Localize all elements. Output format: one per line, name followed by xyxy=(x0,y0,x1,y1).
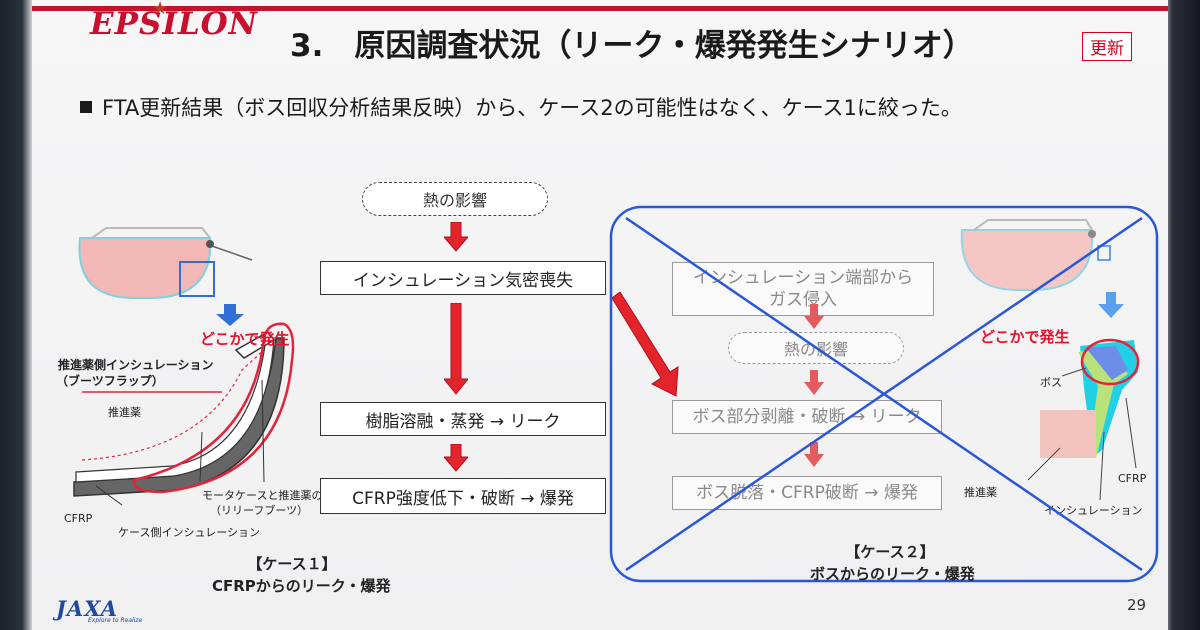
heat-influence-node: 熱の影響 xyxy=(362,182,548,216)
case1-label-propellant: 推進薬 xyxy=(108,406,141,419)
case2-strike-frame xyxy=(609,205,1159,583)
case1-occur-label: どこかで発生 xyxy=(200,330,290,348)
flow-step-insulation-loss: インシュレーション気密喪失 xyxy=(320,261,606,295)
flow-step-resin-leak: 樹脂溶融・蒸発 → リーク xyxy=(320,402,606,436)
epsilon-logo: EPSILON xyxy=(90,6,258,42)
case2-step-gas-entry: インシュレーション端部から ガス侵入 xyxy=(672,262,934,316)
summary-text: FTA更新結果（ボス回収分析結果反映）から、ケース2の可能性はなく、ケース1に絞… xyxy=(102,96,962,120)
summary-bullet: FTA更新結果（ボス回収分析結果反映）から、ケース2の可能性はなく、ケース1に絞… xyxy=(80,92,962,122)
case1-label-relief-boots: （リリーフブーツ） xyxy=(210,504,309,517)
slide: EPSILON ★ 3. 原因調査状況（リーク・爆発発生シナリオ） 更新 FTA… xyxy=(32,0,1168,630)
flow-step-cfrp-burst: CFRP強度低下・破断 → 爆発 xyxy=(320,478,606,514)
flow-arrow-2-icon xyxy=(444,303,468,395)
case1-caption-title: 【ケース１】 xyxy=(247,555,337,573)
case2-arrow-1-icon xyxy=(804,304,824,329)
case1-diagram xyxy=(73,227,295,506)
case2-zoom-arrow-icon xyxy=(1098,292,1124,318)
case1-label-boots-flap: （ブーツフラップ） xyxy=(56,374,164,388)
case1-caption-desc: CFRPからのリーク・爆発 xyxy=(212,576,391,595)
strike-line-2 xyxy=(625,216,1143,572)
case2-label-boss: ボス xyxy=(1040,376,1062,389)
update-badge: 更新 xyxy=(1082,32,1132,61)
case2-step-boss-leak: ボス部分剥離・破断 → リーク xyxy=(672,400,942,434)
flow-arrow-3-icon xyxy=(444,444,468,472)
case2-step-boss-burst: ボス脱落・CFRP破断 → 爆発 xyxy=(672,476,942,510)
logo-star-icon: ★ xyxy=(152,0,169,19)
case2-label-insulation: インシュレーション xyxy=(1044,504,1143,517)
motor-case-icon xyxy=(78,227,253,299)
flow-arrow-1-icon xyxy=(444,222,468,252)
case2-diagram xyxy=(960,219,1140,501)
diagonal-arrow-icon xyxy=(611,292,679,397)
case1-caption: 【ケース１】 CFRPからのリーク・爆発 xyxy=(212,554,391,598)
case2-caption-desc: ボスからのリーク・爆発 xyxy=(810,564,975,583)
page-number: 29 xyxy=(1127,596,1147,614)
case1-label-case-insulation: ケース側インシュレーション xyxy=(118,526,261,539)
case2-step-gas-entry-line2: ガス侵入 xyxy=(769,290,837,310)
zoom-arrow-icon xyxy=(216,304,244,326)
boss-section-icon xyxy=(1027,338,1140,501)
case2-arrow-2-icon xyxy=(804,370,824,395)
bullet-square-icon xyxy=(80,101,92,113)
cross-section-icon xyxy=(73,322,295,506)
jaxa-tagline: Explore to Realize xyxy=(88,617,143,624)
slide-title: 3. 原因調査状況（リーク・爆発発生シナリオ） xyxy=(290,28,974,64)
case2-arrow-3-icon xyxy=(804,442,824,467)
case2-occur-label: どこかで発生 xyxy=(980,328,1070,346)
header-red-bar xyxy=(32,6,1168,11)
jaxa-logo: JAXA xyxy=(56,596,119,621)
case2-label-cfrp: CFRP xyxy=(1118,472,1147,485)
case1-label-boots: 推進薬側インシュレーション xyxy=(58,358,214,372)
case2-label-propellant: 推進薬 xyxy=(964,486,997,499)
case1-label-cfrp: CFRP xyxy=(64,512,93,525)
case2-caption: 【ケース２】 ボスからのリーク・爆発 xyxy=(810,542,975,586)
case2-caption-title: 【ケース２】 xyxy=(845,543,935,561)
case1-label-gap: モータケースと推進薬の隙間 xyxy=(202,489,345,502)
case2-step-gas-entry-line1: インシュレーション端部から xyxy=(692,267,914,288)
